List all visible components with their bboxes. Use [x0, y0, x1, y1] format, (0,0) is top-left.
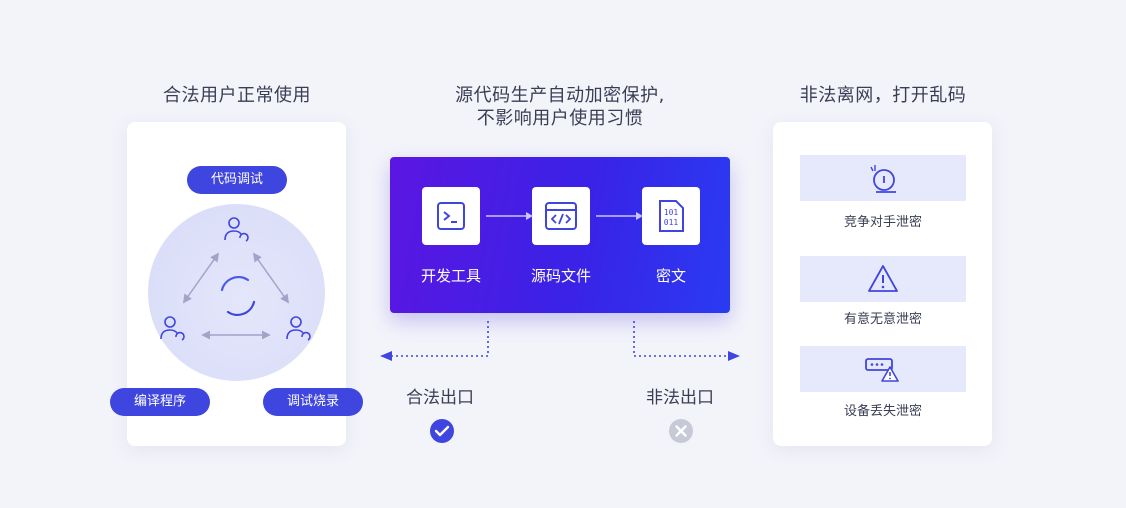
source-file-tile [532, 187, 590, 245]
cycle-icon [220, 276, 256, 316]
legal-exit-path [392, 321, 489, 357]
arrow-head-1 [526, 212, 533, 220]
binary-file-icon: 101 011 [659, 200, 684, 232]
deny-icon [669, 419, 693, 443]
accidental-leak-box [800, 256, 966, 302]
device-loss-box [800, 346, 966, 392]
workflow-circle [148, 204, 325, 381]
legal-exit-label: 合法出口 [406, 388, 474, 408]
competitor-leak-label: 竞争对手泄密 [843, 215, 922, 230]
code-debug-pill: 代码调试 [187, 166, 287, 194]
arrow-top-right [252, 252, 290, 304]
code-window-icon [545, 202, 577, 230]
accidental-leak-label: 有意无意泄密 [843, 312, 922, 327]
step-label-dev-tool: 开发工具 [420, 267, 481, 285]
illegal-exit-path [633, 321, 728, 357]
exit-paths [380, 321, 740, 361]
user-sync-icon-right [286, 316, 311, 341]
illegal-use-title: 非法离网，打开乱码 [799, 85, 967, 106]
workflow-graphic [160, 217, 311, 341]
check-icon [430, 419, 454, 443]
dev-tool-tile [422, 187, 480, 245]
illegal-exit-label: 非法出口 [646, 388, 714, 408]
step-label-ciphertext: 密文 [655, 267, 686, 285]
device-loss-label: 设备丢失泄密 [843, 404, 922, 419]
user-sync-icon-left [160, 316, 185, 341]
device-warning-icon [865, 358, 899, 382]
encryption-title-line1: 源代码生产自动加密保护, [455, 85, 665, 106]
terminal-icon [437, 202, 465, 230]
arrow-head-2 [636, 212, 643, 220]
compile-pill: 编译程序 [110, 388, 210, 416]
warning-icon [868, 265, 898, 292]
ciphertext-tile: 101 011 [642, 187, 700, 245]
user-sync-icon-top [224, 217, 249, 242]
arrow-top-left [182, 252, 220, 304]
legal-exit-arrow [380, 351, 392, 361]
legal-use-title: 合法用户正常使用 [163, 85, 311, 106]
step-label-source-file: 源码文件 [530, 267, 591, 285]
encryption-title-line2: 不影响用户使用习惯 [476, 108, 644, 129]
bomb-icon [870, 165, 896, 193]
illegal-exit-arrow [728, 351, 740, 361]
competitor-leak-box [800, 155, 966, 201]
debug-flash-pill: 调试烧录 [263, 388, 363, 416]
svg-text:101: 101 [664, 208, 679, 217]
svg-text:011: 011 [664, 218, 679, 227]
process-arrows [486, 212, 643, 220]
